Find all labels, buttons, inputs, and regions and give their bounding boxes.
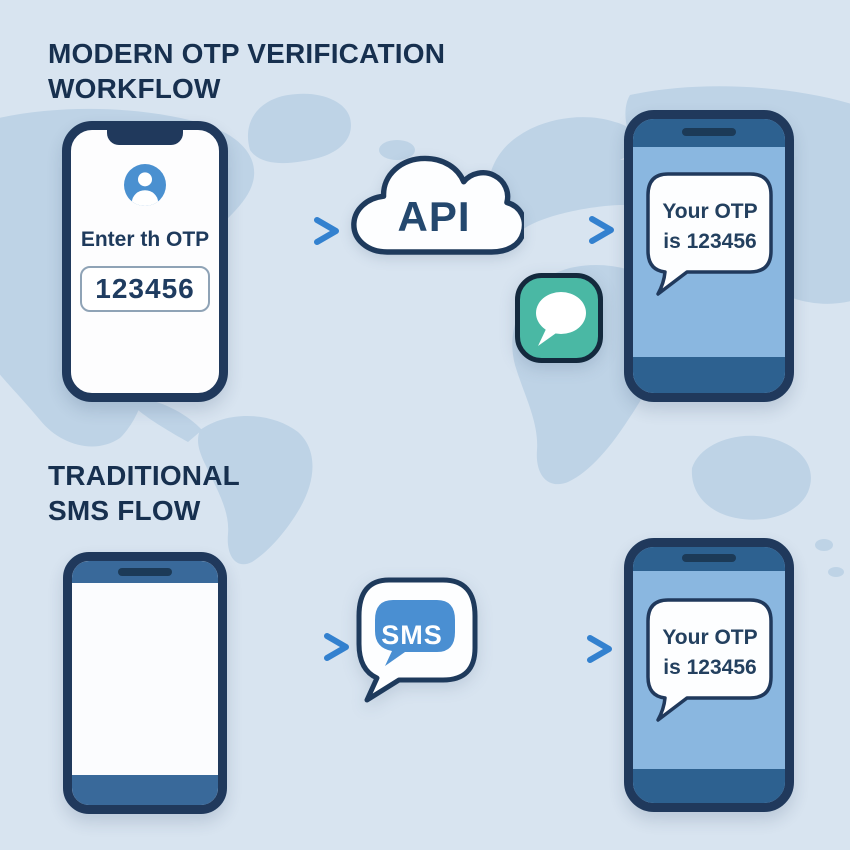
map-central-america xyxy=(138,398,202,442)
message-app-icon xyxy=(515,273,603,363)
sms-gateway-icon xyxy=(356,577,478,703)
sms-message-bubble: Your OTP is 123456 xyxy=(645,597,775,725)
message-line2: is 123456 xyxy=(663,230,757,253)
map-europe xyxy=(488,117,663,232)
traditional-flow-title-line2: SMS FLOW xyxy=(48,495,201,526)
receiver-phone-traditional: Your OTP is 123456 xyxy=(624,538,794,812)
flow-arrow-api-to-receiver xyxy=(525,216,614,244)
phone-speaker xyxy=(682,128,736,136)
phone-bottom-band xyxy=(633,357,785,393)
flow-arrow-sender-to-api xyxy=(238,217,339,245)
phone-speaker xyxy=(118,568,172,576)
sender-phone-modern: Enter th OTP 123456 xyxy=(62,121,228,402)
flow-arrow-sms-to-receiver xyxy=(499,635,612,663)
api-label: API xyxy=(397,193,471,240)
map-greenland xyxy=(247,93,351,164)
sender-phone-traditional xyxy=(63,552,227,814)
message-line2: is 123456 xyxy=(663,656,757,679)
map-new-zealand-north xyxy=(815,539,833,551)
phone-speaker xyxy=(682,554,736,562)
otp-prompt-label: Enter th OTP xyxy=(80,228,210,251)
phone-bottom-band xyxy=(72,775,218,805)
traditional-flow-title-line1: TRADITIONAL xyxy=(48,460,240,491)
message-line1: Your OTP xyxy=(662,200,758,223)
otp-input-field[interactable]: 123456 xyxy=(80,266,210,312)
message-bubble-shape xyxy=(646,172,773,296)
modern-flow-title: MODERN OTP VERIFICATION WORKFLOW xyxy=(48,36,445,106)
user-avatar-icon xyxy=(124,164,166,206)
phone-bottom-band xyxy=(633,769,785,803)
modern-flow-title-line1: MODERN OTP VERIFICATION xyxy=(48,38,446,69)
api-cloud-icon xyxy=(351,155,524,255)
sms-inner-bubble xyxy=(375,600,455,666)
map-new-zealand-south xyxy=(828,567,844,577)
message-bubble-shape xyxy=(646,598,773,722)
phone-notch xyxy=(107,130,183,145)
map-australia xyxy=(691,435,811,520)
traditional-flow-title: TRADITIONAL SMS FLOW xyxy=(48,458,240,528)
map-south-america xyxy=(198,415,313,565)
sms-label: SMS xyxy=(381,620,443,650)
message-line1: Your OTP xyxy=(662,626,758,649)
speech-bubble-glyph xyxy=(536,292,586,346)
otp-message-text: Your OTP is 123456 xyxy=(645,197,775,257)
flow-arrow-sender-to-sms xyxy=(240,633,349,661)
map-iceland xyxy=(379,140,415,160)
receiver-phone-modern: Your OTP is 123456 xyxy=(624,110,794,402)
otp-message-text: Your OTP is 123456 xyxy=(645,623,775,683)
modern-flow-title-line2: WORKFLOW xyxy=(48,73,221,104)
sms-message-bubble: Your OTP is 123456 xyxy=(645,171,775,299)
